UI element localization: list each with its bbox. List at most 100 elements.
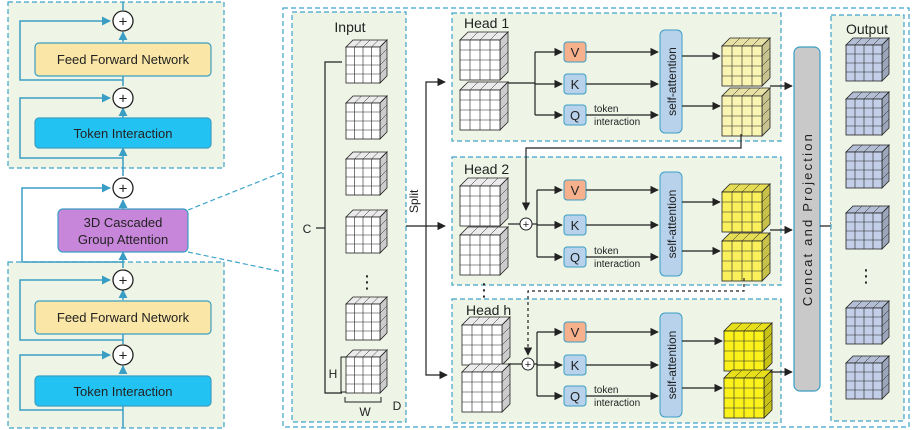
- svg-text:+: +: [119, 348, 128, 365]
- head-1-k-box: K: [563, 73, 587, 95]
- concat-projection-label: Concat and Projection: [800, 132, 815, 306]
- input-cube-2: [345, 95, 388, 140]
- svg-text:K: K: [571, 358, 580, 373]
- input-ellipsis: ⋮: [358, 272, 376, 292]
- input-cube-4: [345, 209, 388, 254]
- ffn-label-bottom: Feed Forward Network: [57, 310, 190, 325]
- concat-projection-box: [793, 46, 821, 392]
- head-2-output-cube-2: [721, 232, 771, 282]
- head-1-v-box: V: [563, 41, 587, 63]
- output-cube-5: [845, 300, 890, 345]
- height-label: H: [329, 367, 338, 381]
- left-encoder-block: + + + + + Feed Forward Network Token Int…: [7, 1, 225, 429]
- head-1-interaction-label: interaction: [594, 117, 640, 128]
- input-cube-6: [345, 349, 388, 394]
- ffn-box-bottom: [34, 300, 212, 335]
- head-2-q-box: Q: [563, 246, 587, 268]
- head-h-title: Head h: [466, 302, 511, 318]
- svg-text:Q: Q: [570, 250, 580, 265]
- input-cube-1: [345, 39, 388, 84]
- svg-text:K: K: [571, 77, 580, 92]
- height-bracket: [340, 356, 346, 393]
- head-2-input-cube-2: [459, 226, 509, 276]
- head-2-input-cube-1: [459, 177, 509, 227]
- head-2-token-label: token: [594, 246, 618, 257]
- split-label: Split: [407, 189, 421, 213]
- head-3-token-label: token: [594, 385, 618, 396]
- cascade-link-1-2: [521, 134, 742, 211]
- cascaded-group-attention-box: [57, 208, 189, 253]
- output-cube-6: [845, 355, 890, 400]
- svg-text:self-attention: self-attention: [665, 331, 679, 400]
- add-node-4: +: [112, 269, 134, 291]
- head-3-q-box: Q: [563, 385, 587, 407]
- head-1-output-cube-1: [721, 37, 771, 87]
- svg-text:V: V: [571, 325, 580, 340]
- cga-label-line1: 3D Cascaded: [84, 215, 163, 230]
- head-3-input-cube-2: [461, 363, 511, 413]
- head-2-title: Head 2: [464, 161, 509, 177]
- svg-text:+: +: [119, 181, 128, 198]
- token-interaction-box-top: [34, 117, 212, 149]
- add-node-5: +: [112, 344, 134, 366]
- add-node-3: +: [112, 177, 134, 199]
- head-3-v-box: V: [563, 321, 587, 343]
- zoom-connector-bottom: [187, 251, 284, 273]
- output-title: Output: [846, 21, 888, 37]
- cascade-link-2-h: [523, 278, 745, 356]
- head-1-q-box: Q: [563, 104, 587, 126]
- add-node-1: +: [112, 10, 134, 32]
- heads-ellipsis: ⋮: [475, 280, 493, 300]
- svg-text:self-attention: self-attention: [665, 190, 679, 259]
- head-2-self-attention-box: self-attention: [659, 171, 683, 277]
- head-3-output-cube-1: [723, 322, 773, 372]
- depth-label: D: [393, 399, 402, 413]
- add-node-2: +: [112, 87, 134, 109]
- input-cube-3: [345, 151, 388, 196]
- input-title: Input: [334, 19, 365, 35]
- output-cube-2: [845, 91, 890, 136]
- svg-text:Q: Q: [570, 108, 580, 123]
- token-interaction-box-bottom: [34, 375, 212, 407]
- channel-label: C: [303, 222, 312, 236]
- head-1-self-attention-box: self-attention: [659, 29, 683, 134]
- svg-text:K: K: [571, 218, 580, 233]
- token-interaction-label-top: Token Interaction: [73, 126, 172, 141]
- head-2-k-box: K: [563, 214, 587, 236]
- head-2-output-cube-1: [721, 183, 771, 233]
- output-cube-3: [845, 144, 890, 189]
- svg-text:+: +: [525, 359, 531, 371]
- svg-text:+: +: [119, 273, 128, 290]
- svg-text:V: V: [571, 45, 580, 60]
- head-1-token-label: token: [594, 104, 618, 115]
- head-1-title: Head 1: [464, 15, 509, 31]
- head-3-output-cube-2: [723, 369, 773, 419]
- svg-text:Q: Q: [570, 389, 580, 404]
- ffn-box-top: [34, 42, 212, 77]
- head-1-input-cube-2: [459, 81, 509, 131]
- output-cube-4: [845, 205, 890, 250]
- svg-text:+: +: [523, 219, 529, 231]
- token-interaction-label-bottom: Token Interaction: [73, 384, 172, 399]
- svg-text:self-attention: self-attention: [665, 47, 679, 116]
- width-bracket: [344, 397, 382, 403]
- input-cube-stack: [345, 39, 388, 394]
- svg-text:+: +: [119, 14, 128, 31]
- head-3-k-box: K: [563, 354, 587, 376]
- head-2-interaction-label: interaction: [594, 259, 640, 270]
- head-3-input-cube-1: [461, 316, 511, 366]
- svg-text:+: +: [119, 91, 128, 108]
- width-label: W: [359, 405, 371, 419]
- cga-label-line2: Group Attention: [78, 232, 168, 247]
- head-1-input-cube-1: [459, 31, 509, 81]
- head-2-add-node: +: [519, 217, 533, 231]
- output-cube-1: [845, 37, 890, 82]
- head-3-interaction-label: interaction: [594, 398, 640, 409]
- zoom-connector-top: [187, 171, 284, 211]
- output-ellipsis: ⋮: [857, 266, 875, 286]
